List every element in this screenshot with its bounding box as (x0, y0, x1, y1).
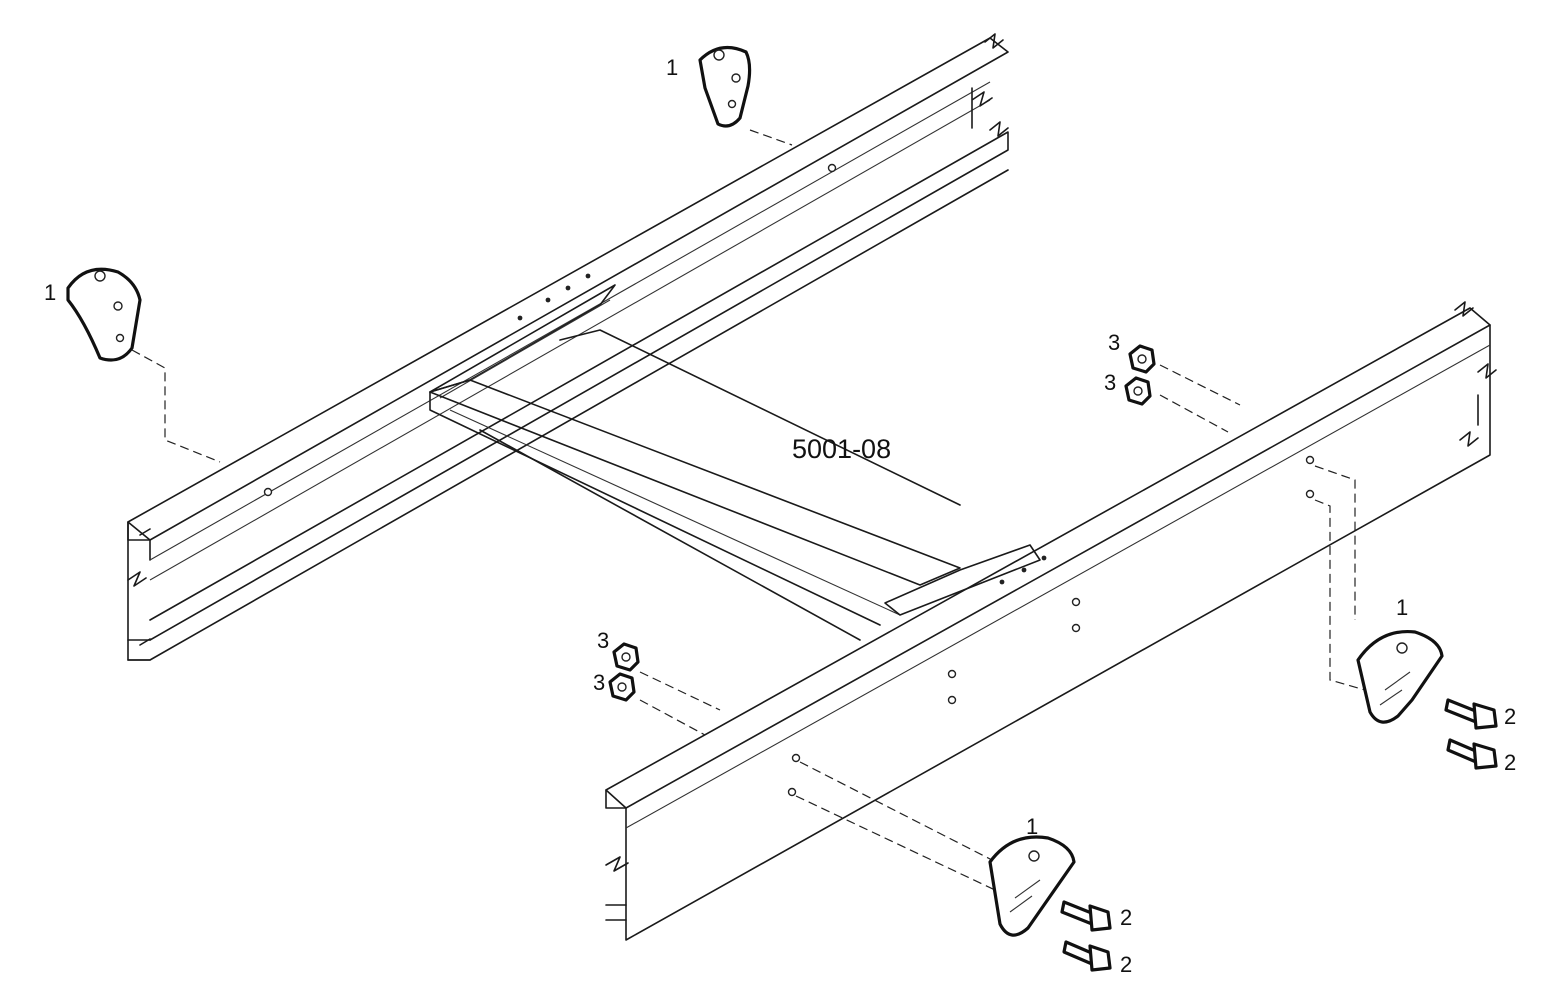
bolt-right-a (1444, 698, 1498, 730)
callout-nut-upper-a: 3 (1108, 330, 1120, 355)
callout-bracket-left: 1 (44, 280, 56, 305)
nut-upper-b (1124, 376, 1152, 406)
nut-upper-a (1128, 344, 1156, 374)
assembly-leader-lines (131, 129, 1366, 891)
bolt-right-b (1446, 738, 1498, 770)
callout-bolt-right-b: 2 (1504, 750, 1516, 775)
bracket-bottom (988, 835, 1076, 937)
callout-bracket-bottom: 1 (1026, 814, 1038, 839)
callout-nut-upper-b: 3 (1104, 370, 1116, 395)
upper-frame-rail (127, 33, 1009, 661)
callout-bolt-bottom-b: 2 (1120, 952, 1132, 977)
nut-lower-a (612, 642, 640, 672)
crossmember (429, 329, 1041, 641)
bolt-bottom-a (1060, 900, 1112, 932)
callout-nut-lower-b: 3 (593, 670, 605, 695)
nut-lower-b (608, 672, 636, 702)
callout-bracket-top: 1 (666, 55, 678, 80)
callout-bolt-right-a: 2 (1504, 704, 1516, 729)
callout-nut-lower-a: 3 (597, 628, 609, 653)
lower-frame-rail (605, 301, 1497, 941)
figure-id: 5001-08 (792, 434, 891, 464)
bracket-right (1356, 629, 1444, 724)
bracket-top (698, 45, 752, 128)
callout-bracket-right: 1 (1396, 595, 1408, 620)
callout-bolt-bottom-a: 2 (1120, 905, 1132, 930)
bracket-left (66, 267, 142, 362)
bolt-bottom-b (1062, 940, 1112, 972)
